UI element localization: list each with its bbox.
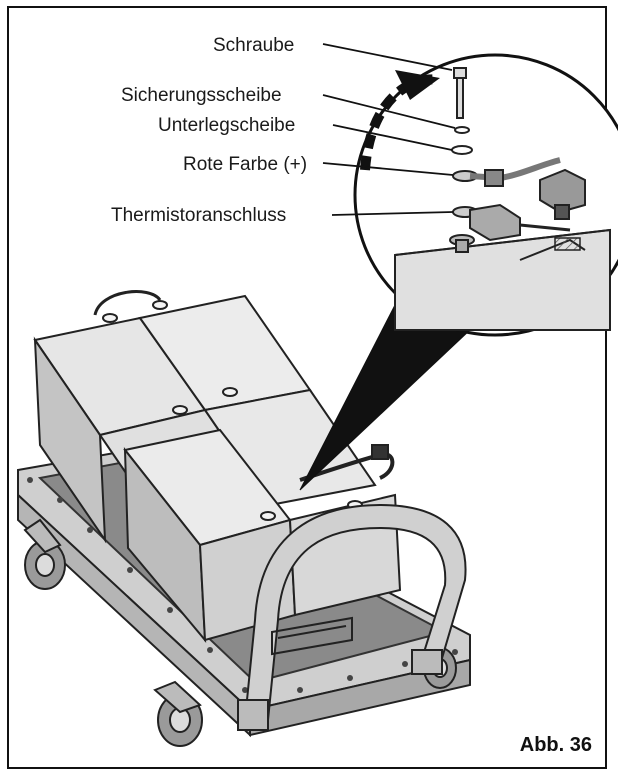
label-thermistor: Thermistoranschluss xyxy=(111,205,287,226)
label-flat-washer: Unterlegscheibe xyxy=(158,115,296,136)
cart-handle xyxy=(237,503,467,731)
label-red-positive: Rote Farbe (+) xyxy=(183,154,308,175)
figure-caption: Abb. 36 xyxy=(519,734,592,756)
leader-lines xyxy=(322,43,456,216)
label-lock-washer: Sicherungsscheibe xyxy=(121,85,282,106)
magnified-detail xyxy=(353,53,618,337)
label-screw: Schraube xyxy=(213,35,295,56)
callout-pointer xyxy=(299,304,471,491)
